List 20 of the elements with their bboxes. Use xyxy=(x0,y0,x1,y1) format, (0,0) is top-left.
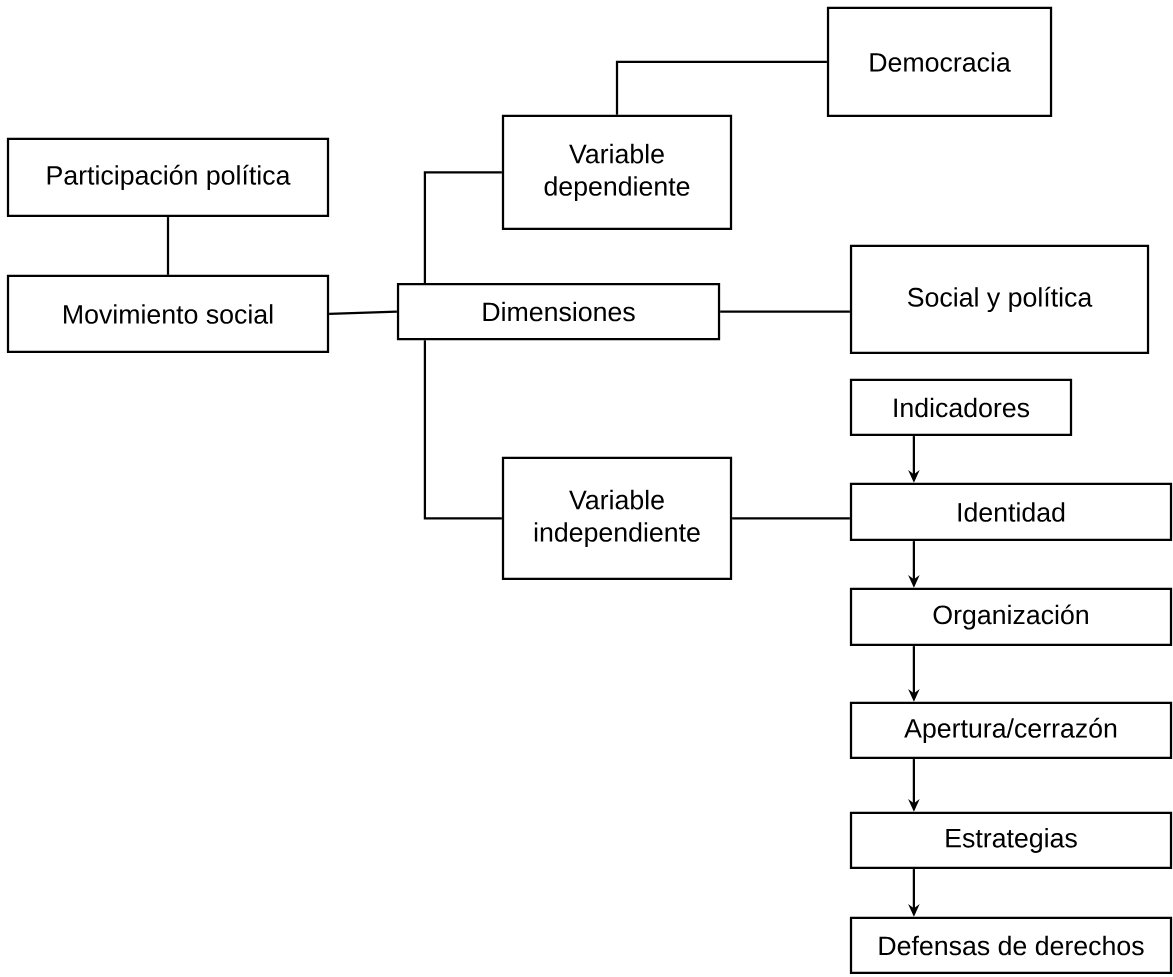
text-box: Estrategias xyxy=(849,811,1173,870)
text-box: Democracia xyxy=(826,6,1053,118)
text-box: Apertura/cerrazón xyxy=(849,701,1173,760)
text-box: Participación política xyxy=(6,137,330,218)
text-box: Organización xyxy=(849,587,1173,647)
connector-line xyxy=(166,217,170,275)
connector-line xyxy=(329,310,397,316)
connector-line xyxy=(720,310,850,313)
connector-line xyxy=(423,340,502,520)
connector-line xyxy=(423,171,502,283)
text-box: Defensas de derechos xyxy=(849,916,1173,975)
text-box: Variable dependiente xyxy=(501,114,733,231)
text-box: Identidad xyxy=(849,482,1173,542)
text-box: Variable independiente xyxy=(501,456,733,581)
text-box: Indicadores xyxy=(849,378,1073,437)
connector-line xyxy=(732,517,850,520)
text-box: Movimiento social xyxy=(6,274,330,354)
connector-line xyxy=(615,60,827,115)
text-box: Social y política xyxy=(849,244,1150,355)
text-box: Dimensiones xyxy=(396,282,721,341)
